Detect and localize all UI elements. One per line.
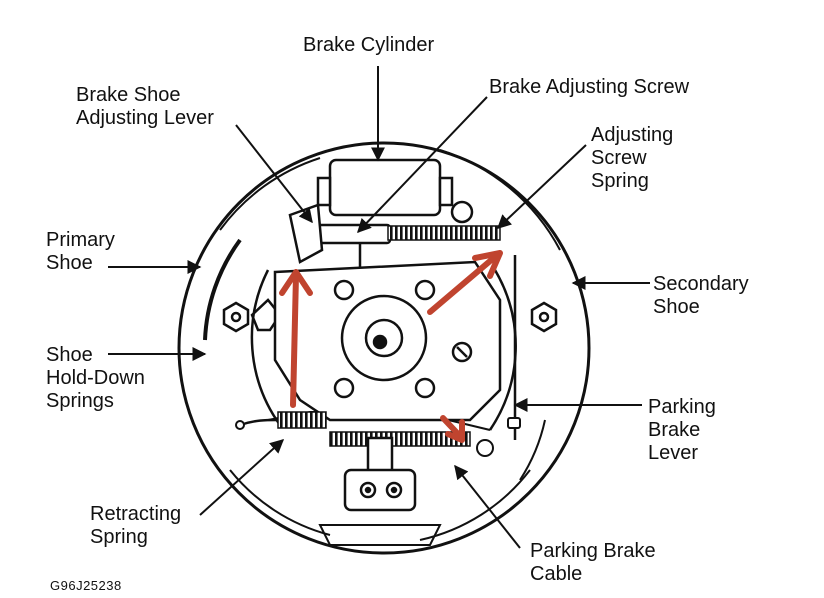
axle-hub bbox=[273, 260, 502, 422]
label-brake-adjusting-screw: Brake Adjusting Screw bbox=[489, 76, 690, 98]
label-adjusting-screw-spring: Adjusting Screw Spring bbox=[591, 124, 674, 192]
retracting-spring-coil bbox=[277, 411, 327, 429]
motion-arrows bbox=[279, 250, 503, 443]
brake-cylinder-body bbox=[316, 158, 474, 224]
parking-lever-pin bbox=[476, 417, 521, 457]
retracting-spring-hook bbox=[239, 418, 279, 427]
mounting-bolts bbox=[222, 301, 558, 333]
leader-lines bbox=[108, 66, 650, 549]
label-parking-brake-cable: Parking Brake Cable bbox=[530, 540, 656, 585]
label-brake-cylinder: Brake Cylinder bbox=[303, 34, 435, 56]
label-shoe-hold-down-springs: Shoe Hold-Down Springs bbox=[46, 344, 145, 412]
parking-spring-coil bbox=[329, 431, 471, 447]
label-primary-shoe: Primary Shoe bbox=[46, 229, 115, 274]
figure-id: G96J25238 bbox=[50, 578, 122, 593]
label-secondary-shoe: Secondary Shoe bbox=[653, 273, 749, 318]
label-parking-brake-lever: Parking Brake Lever bbox=[648, 396, 716, 464]
label-brake-shoe-adjusting-lever: Brake Shoe Adjusting Lever bbox=[76, 84, 214, 129]
adjusting-screw-spring bbox=[387, 225, 501, 241]
anchor-bracket bbox=[343, 436, 417, 512]
label-retracting-spring: Retracting Spring bbox=[90, 503, 182, 548]
